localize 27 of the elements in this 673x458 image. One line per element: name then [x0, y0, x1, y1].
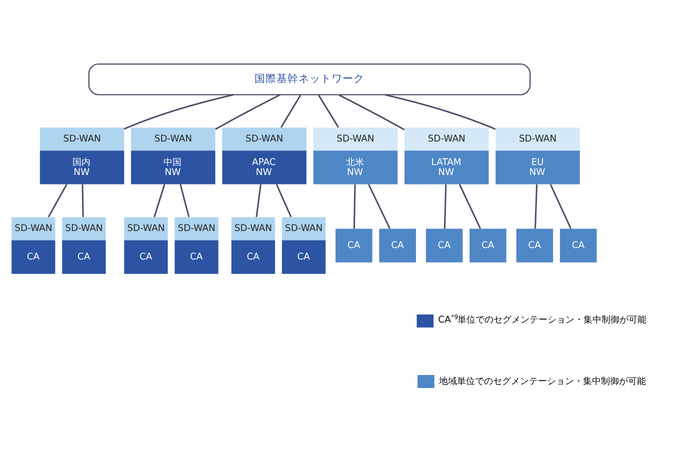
legend-label: CA$^{*9}$単位でのセグメンテーション・集中制御が可能	[438, 314, 646, 326]
connector	[276, 184, 292, 217]
connector	[353, 184, 356, 228]
node-box: CA	[426, 228, 463, 262]
connector	[444, 184, 447, 228]
node-box: CA	[379, 228, 416, 262]
connector	[534, 184, 538, 228]
connector	[550, 184, 572, 228]
connector	[368, 184, 390, 228]
connector	[215, 94, 281, 130]
connector	[318, 94, 340, 128]
connector	[256, 184, 262, 217]
node-box: CA	[470, 228, 506, 262]
connector	[124, 94, 234, 130]
legend-label: 地域単位でのセグメンテーション・集中制御が可能	[438, 375, 646, 386]
node-box: 国際基幹ネットワーク	[88, 62, 531, 95]
node-box: CA	[336, 228, 372, 262]
connector	[458, 184, 482, 228]
node-box: CA	[516, 228, 554, 262]
connector	[280, 94, 302, 128]
connector	[180, 184, 190, 217]
connector	[338, 94, 405, 130]
connector	[82, 184, 84, 216]
node-box: CA	[560, 228, 597, 262]
connector	[384, 93, 496, 130]
connector	[154, 184, 166, 217]
connector	[48, 184, 68, 217]
